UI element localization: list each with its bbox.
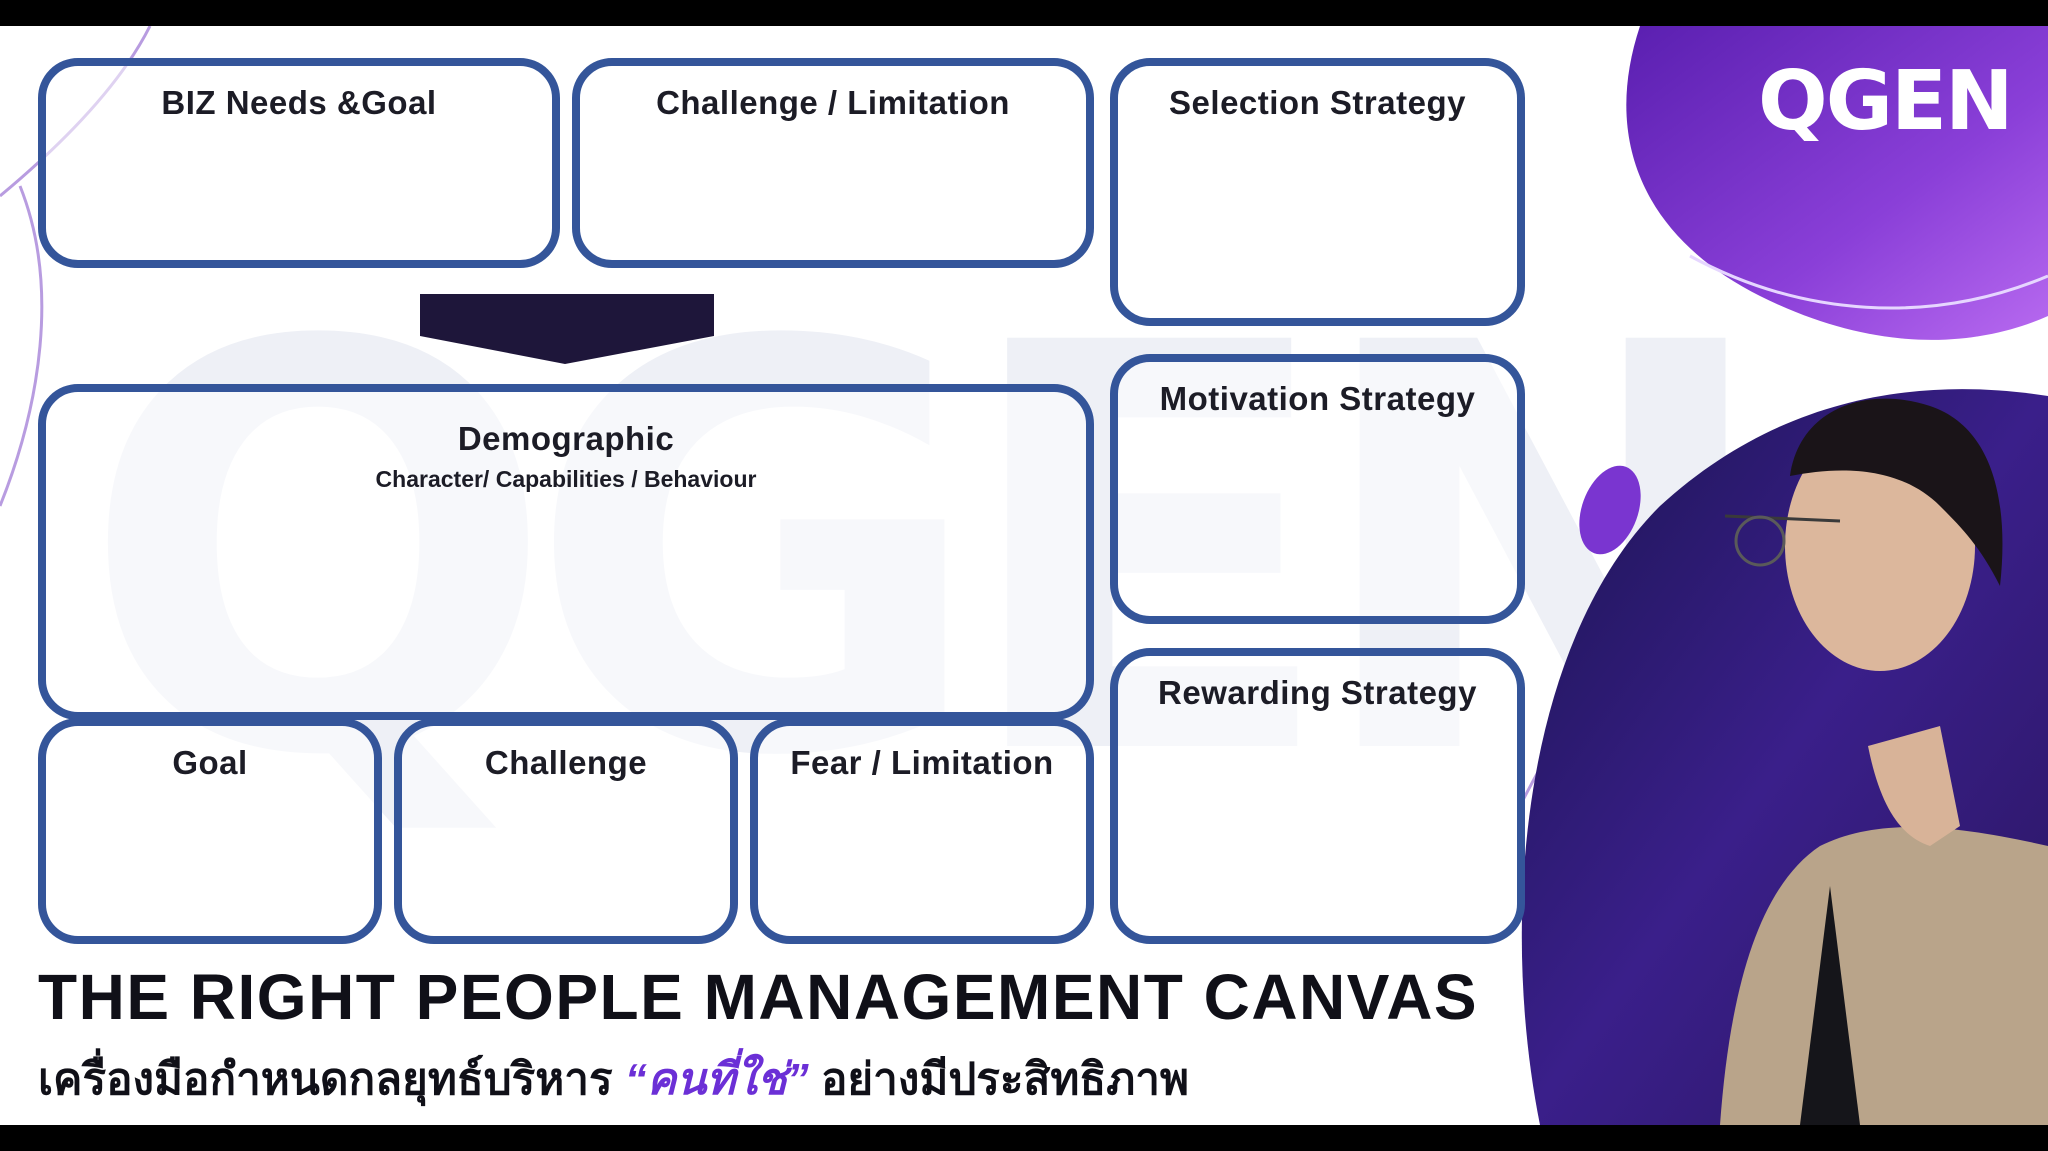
biz-needs-title: BIZ Needs &Goal — [161, 84, 437, 121]
demographic-subtitle: Character/ Capabilities / Behaviour — [375, 466, 757, 492]
subtitle-highlight: “คนที่ใช่” — [624, 1055, 809, 1104]
down-arrow-shape — [420, 294, 714, 364]
subtitle-after: อย่างมีประสิทธิภาพ — [820, 1055, 1189, 1104]
canvas-subtitle: เครื่องมือกำหนดกลยุทธ์บริหาร “คนที่ใช่” … — [38, 1044, 1189, 1114]
challenge-box[interactable]: Challenge — [394, 718, 738, 944]
challenge-limitation-title: Challenge / Limitation — [656, 84, 1010, 121]
demographic-box[interactable]: Demographic Character/ Capabilities / Be… — [38, 384, 1094, 720]
challenge-title: Challenge — [484, 744, 648, 781]
canvas-title: THE RIGHT PEOPLE MANAGEMENT CANVAS — [38, 961, 1479, 1033]
canvas-slide: QGEN BIZ Needs &Goal Challenge / Limitat… — [0, 26, 2048, 1125]
motivation-strategy-title: Motivation Strategy — [1159, 380, 1476, 417]
selection-strategy-box[interactable]: Selection Strategy — [1110, 58, 1525, 326]
presenter-image — [1720, 398, 2048, 1125]
motivation-strategy-box[interactable]: Motivation Strategy — [1110, 354, 1525, 624]
challenge-limitation-box[interactable]: Challenge / Limitation — [572, 58, 1094, 268]
biz-needs-box[interactable]: BIZ Needs &Goal — [38, 58, 560, 268]
qgen-logo: QGEN — [1758, 54, 2014, 149]
rewarding-strategy-title: Rewarding Strategy — [1158, 674, 1477, 711]
goal-title: Goal — [172, 744, 248, 781]
goal-box[interactable]: Goal — [38, 718, 382, 944]
fear-limitation-box[interactable]: Fear / Limitation — [750, 718, 1094, 944]
fear-limitation-title: Fear / Limitation — [790, 744, 1054, 781]
selection-strategy-title: Selection Strategy — [1169, 84, 1466, 121]
rewarding-strategy-box[interactable]: Rewarding Strategy — [1110, 648, 1525, 944]
demographic-title: Demographic — [457, 420, 675, 457]
subtitle-before: เครื่องมือกำหนดกลยุทธ์บริหาร — [38, 1055, 613, 1104]
